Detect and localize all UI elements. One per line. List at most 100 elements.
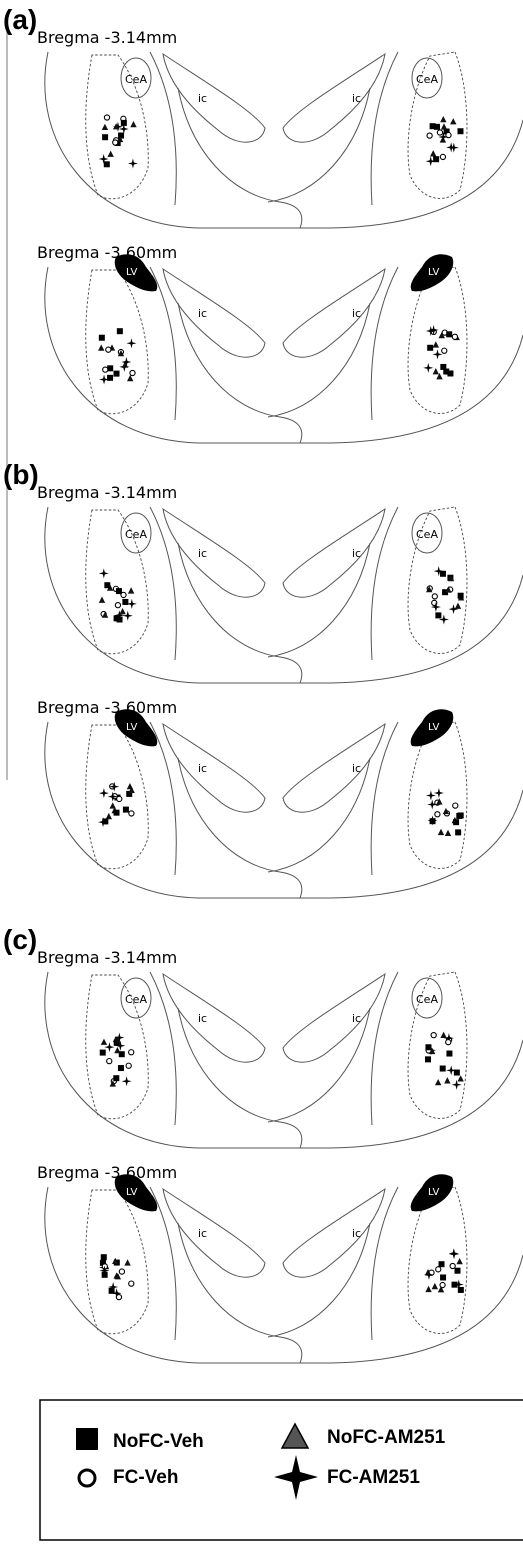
cea-label: CeA xyxy=(416,528,438,541)
nofc-veh-marker xyxy=(118,1065,124,1071)
section-2-0: Bregma -3.14mmicCeAicCeA xyxy=(37,948,523,1148)
legend-star-marker xyxy=(274,1455,318,1500)
nofc-veh-marker xyxy=(454,1268,460,1274)
amygdala-boundary-right xyxy=(371,52,398,205)
internal-capsule-left xyxy=(163,974,265,1062)
amygdala-boundary-left xyxy=(150,507,176,660)
nofc-am251-marker xyxy=(445,830,451,836)
fc-am251-marker xyxy=(426,791,436,801)
nofc-veh-marker xyxy=(101,1254,107,1260)
nofc-am251-marker xyxy=(430,150,436,156)
bregma-label: Bregma -3.60mm xyxy=(37,243,177,262)
bregma-label: Bregma -3.14mm xyxy=(37,948,177,967)
nofc-am251-marker xyxy=(432,1283,438,1289)
ic-label: ic xyxy=(352,762,361,775)
nofc-am251-marker xyxy=(438,829,444,835)
panel-label: (b) xyxy=(3,459,39,490)
fc-veh-marker xyxy=(432,594,437,599)
bregma-label: Bregma -3.60mm xyxy=(37,1163,177,1182)
nofc-veh-marker xyxy=(117,328,123,334)
legend-label-fc-am251: FC-AM251 xyxy=(327,1467,420,1488)
amygdala-boundary-left xyxy=(150,52,176,205)
lv-label: LV xyxy=(428,1187,439,1198)
nofc-am251-marker xyxy=(101,1039,107,1045)
right-hemisphere: ic CeA xyxy=(268,972,523,1148)
nofc-veh-marker xyxy=(425,1056,431,1062)
fc-veh-marker xyxy=(129,811,134,816)
nofc-veh-marker xyxy=(114,810,120,816)
legend-triangle-marker xyxy=(282,1424,308,1448)
nofc-am251-marker xyxy=(107,151,113,157)
nofc-am251-marker xyxy=(444,1077,450,1083)
left-hemisphere: icCeA xyxy=(45,972,302,1148)
legend: NoFC-Veh NoFC-AM251 FC-Veh FC-AM251 xyxy=(40,1400,523,1540)
internal-capsule-left xyxy=(163,724,265,812)
fc-veh-marker xyxy=(106,347,111,352)
nofc-veh-marker xyxy=(435,612,441,618)
ic-label: ic xyxy=(352,1012,361,1025)
nofc-am251-marker xyxy=(440,116,446,122)
cea-label: CeA xyxy=(416,73,438,86)
fc-am251-marker xyxy=(433,349,443,359)
midline-contour-left xyxy=(178,758,302,898)
ic-label: ic xyxy=(198,307,207,320)
nofc-veh-marker xyxy=(117,616,123,622)
nofc-am251-marker xyxy=(425,1286,431,1292)
amygdala-boundary-right xyxy=(371,722,398,875)
nofc-am251-marker xyxy=(433,341,439,347)
right-hemisphere: icLV xyxy=(268,709,523,898)
fc-am251-marker xyxy=(446,142,456,152)
bregma-label: Bregma -3.14mm xyxy=(37,483,177,502)
legend-square-marker xyxy=(76,1428,98,1450)
ic-label: ic xyxy=(198,92,207,105)
ic-label: ic xyxy=(352,92,361,105)
nofc-am251-marker xyxy=(433,368,439,374)
nofc-veh-marker xyxy=(446,331,452,337)
cea-label: CeA xyxy=(125,73,147,86)
cortex-outline-left xyxy=(45,267,300,443)
nofc-veh-marker xyxy=(439,1261,445,1267)
cortex-outline-left xyxy=(45,722,300,898)
amygdala-boundary-left xyxy=(150,972,176,1125)
midline-contour-right xyxy=(268,543,370,657)
fc-veh-marker xyxy=(104,115,109,120)
nofc-veh-marker xyxy=(118,133,124,139)
nofc-veh-marker xyxy=(102,134,108,140)
bla-dashed-outline-left xyxy=(86,270,149,414)
cea-label: CeA xyxy=(125,993,147,1006)
right-hemisphere: ic CeA xyxy=(268,52,523,228)
section-2-1: Bregma -3.60mmicLVicLV xyxy=(37,1163,523,1363)
nofc-veh-marker xyxy=(113,1075,119,1081)
ic-label: ic xyxy=(352,1227,361,1240)
nofc-am251-marker xyxy=(124,1259,130,1265)
fc-am251-marker xyxy=(109,782,119,792)
fc-veh-marker xyxy=(452,334,457,339)
fc-am251-marker xyxy=(126,338,136,348)
legend-circle-marker xyxy=(79,1470,95,1486)
amygdala-boundary-right xyxy=(371,267,398,420)
nofc-am251-marker xyxy=(440,1032,446,1038)
midline-contour-left xyxy=(178,543,302,683)
nofc-veh-marker xyxy=(458,593,464,599)
panel-1: (b)Bregma -3.14mmicCeAicCeABregma -3.60m… xyxy=(3,459,523,898)
ic-label: ic xyxy=(352,547,361,560)
cortex-outline-right xyxy=(300,1255,523,1363)
nofc-veh-marker xyxy=(455,829,461,835)
nofc-am251-marker xyxy=(119,608,125,614)
cea-label: CeA xyxy=(416,993,438,1006)
fc-veh-marker xyxy=(440,154,445,159)
midline-contour-right xyxy=(268,758,370,872)
internal-capsule-left xyxy=(163,1189,265,1277)
nofc-veh-marker xyxy=(433,156,439,162)
cortex-outline-left xyxy=(45,972,300,1148)
internal-capsule-right xyxy=(283,269,385,357)
internal-capsule-left xyxy=(163,509,265,597)
cortex-outline-left xyxy=(45,52,300,228)
fc-am251-marker xyxy=(423,363,433,373)
cortex-outline-right xyxy=(300,790,523,898)
nofc-veh-marker xyxy=(458,812,464,818)
fc-veh-marker xyxy=(431,1033,436,1038)
nofc-veh-marker xyxy=(427,345,433,351)
